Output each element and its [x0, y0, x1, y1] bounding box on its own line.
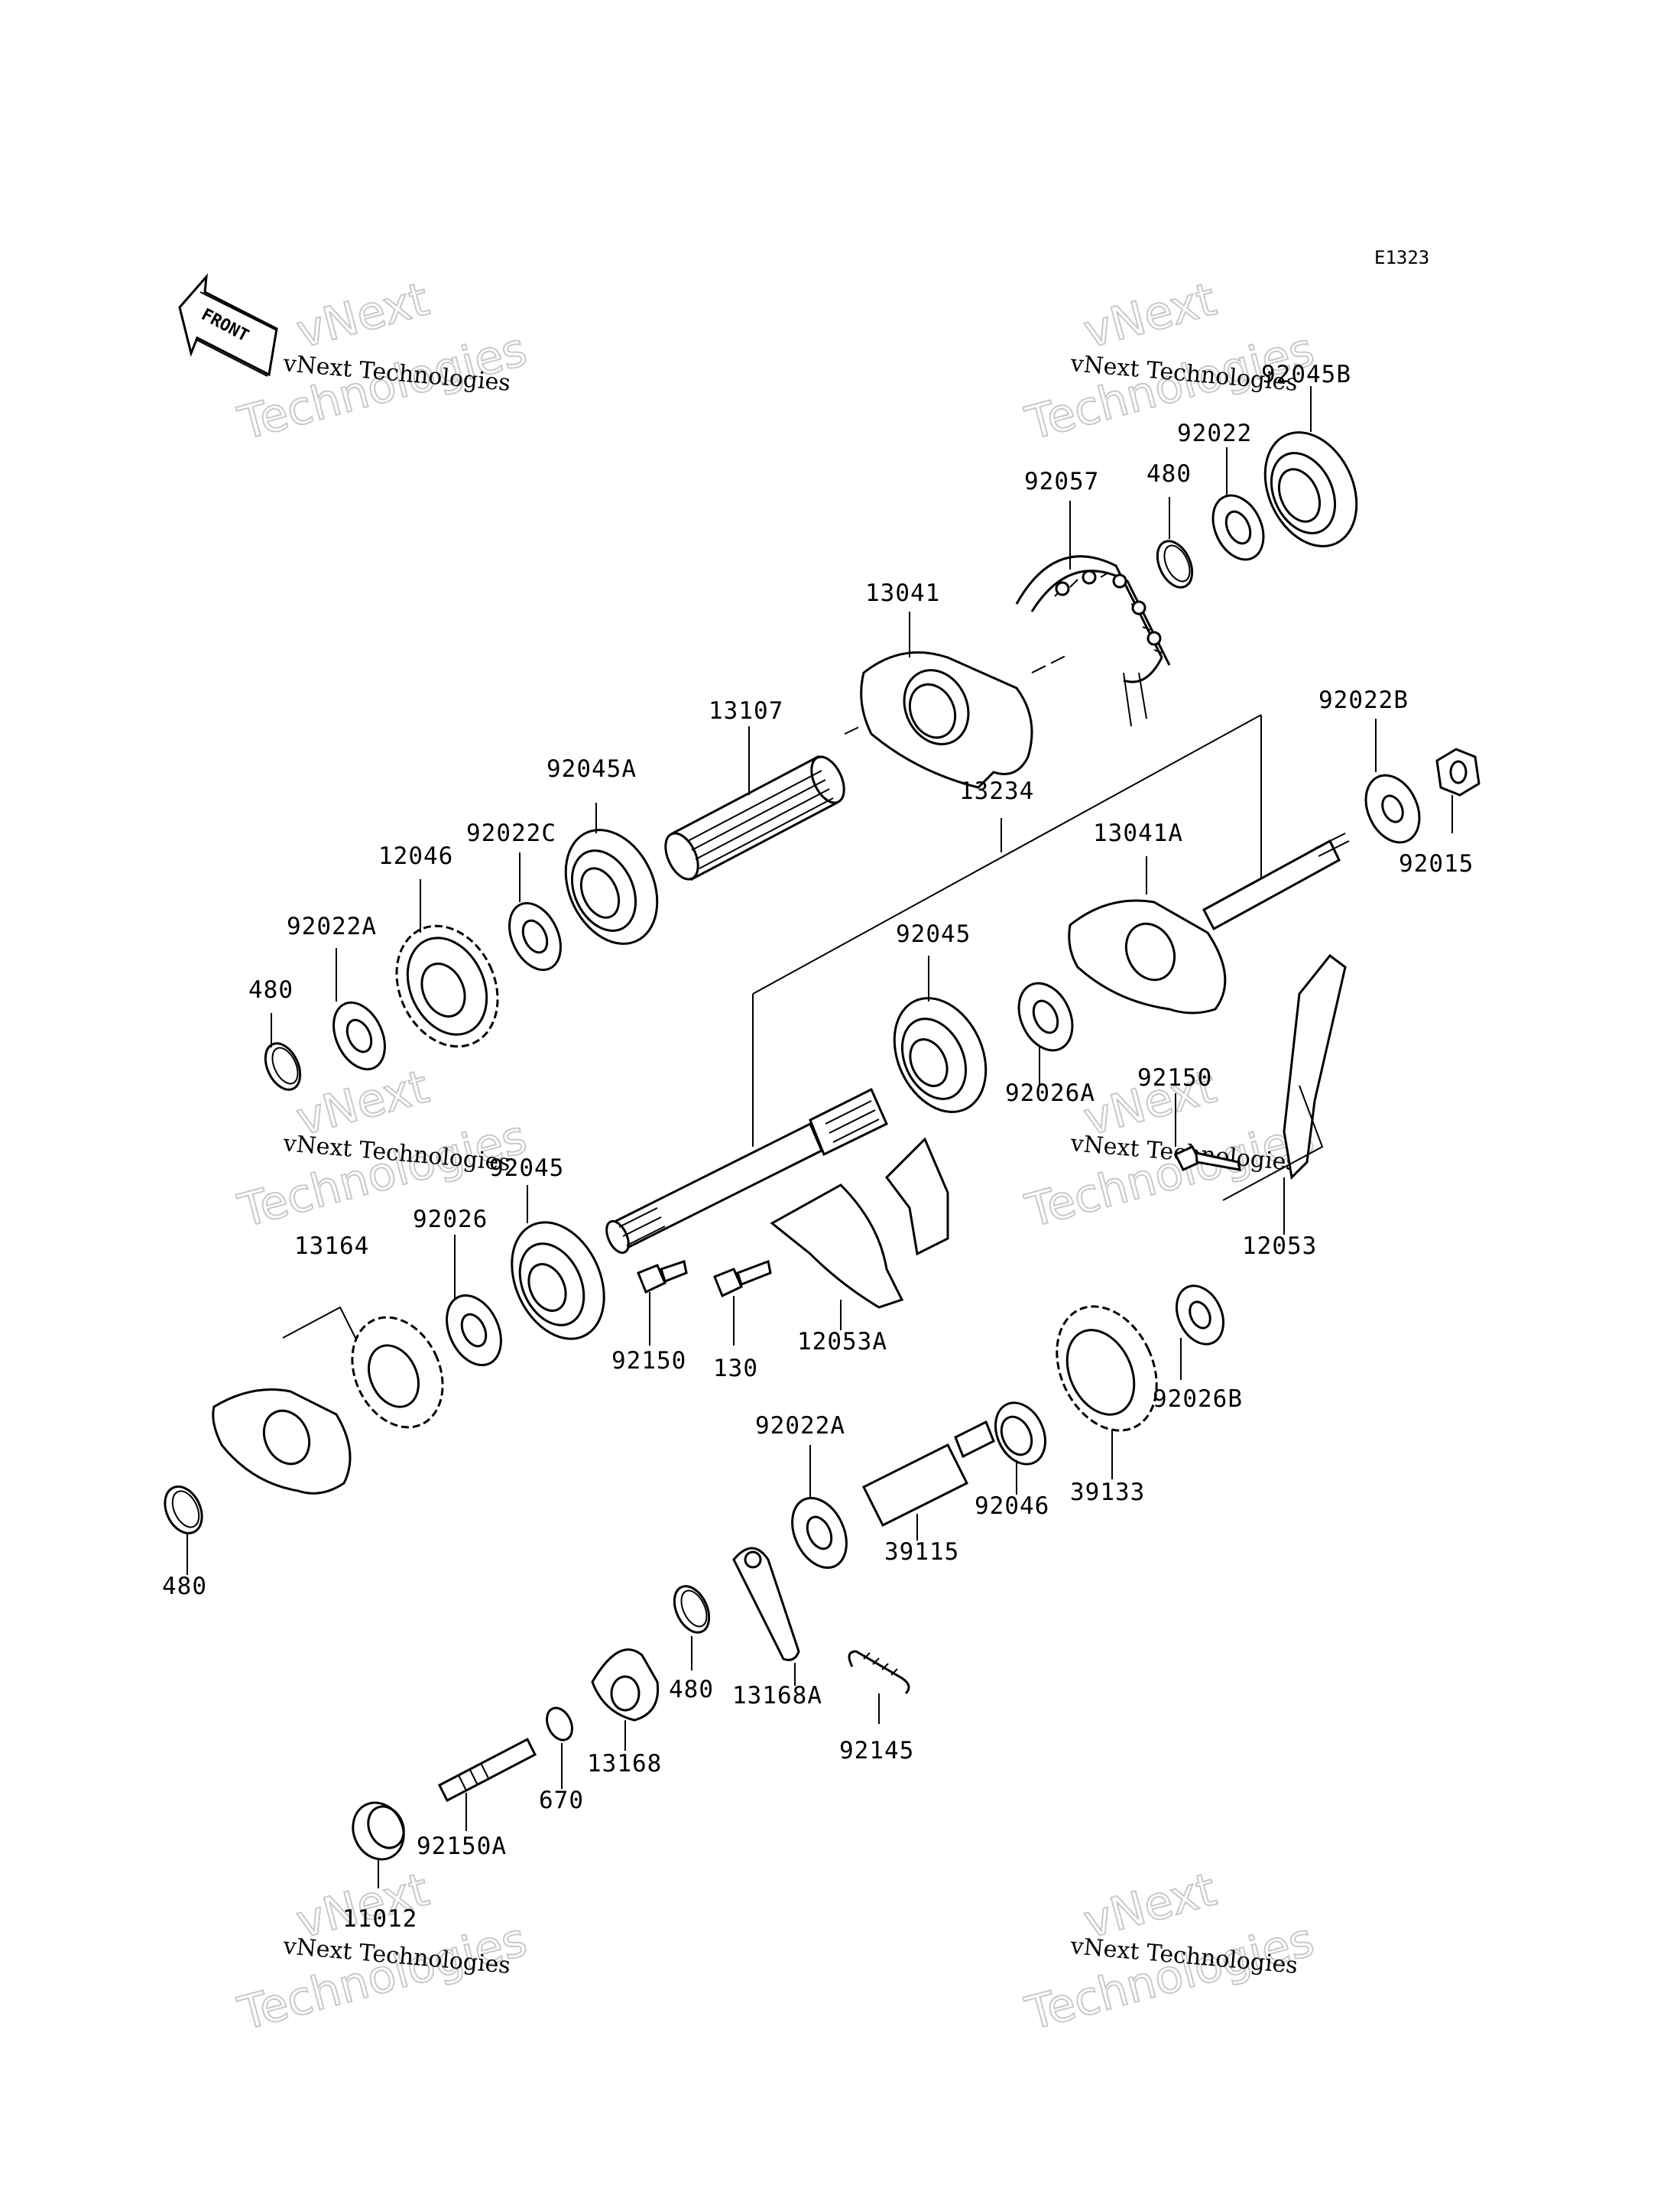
- part-label: 92022A: [287, 913, 377, 940]
- part-92150-bolt-left: [637, 1260, 688, 1294]
- part-92045b-bearing: [1263, 431, 1358, 547]
- part-12046-sprocket: [395, 924, 499, 1048]
- part-spindle-bolt: [1202, 833, 1350, 931]
- part-39133-sprocket: [1056, 1305, 1158, 1432]
- part-label: 92026: [413, 1206, 488, 1233]
- part-13168-cam: [591, 1648, 660, 1722]
- diagram-code: E1323: [1374, 247, 1429, 268]
- part-92015-nut: [1435, 748, 1481, 797]
- part-label: 12046: [378, 843, 453, 870]
- part-480-circlip-bottom-mid: [673, 1585, 711, 1634]
- part-label: 480: [1146, 460, 1192, 488]
- part-12053a-bracket: [770, 1137, 949, 1309]
- svg-text:vNext: vNext: [1078, 273, 1221, 359]
- part-label: 92045: [489, 1154, 564, 1182]
- part-92045a-bearing: [564, 829, 659, 945]
- part-12053-lever: [1222, 953, 1347, 1201]
- part-480-circlip-top: [1156, 540, 1194, 589]
- part-480-circlip-bottom-left: [164, 1485, 203, 1534]
- part-label: 13041A: [1093, 820, 1183, 847]
- part-92145-spring: [848, 1650, 910, 1695]
- part-label: 92022A: [755, 1412, 845, 1440]
- part-label: 13168A: [732, 1682, 822, 1709]
- part-label: 11012: [342, 1905, 417, 1933]
- leader-lines: [186, 386, 1453, 1888]
- part-92022c-washer: [508, 901, 562, 972]
- part-label: 670: [539, 1787, 584, 1814]
- part-13164-sprocket-cam: [212, 1306, 444, 1495]
- part-labels: 92045B 92022 480 92057 13041 13107 92045…: [162, 361, 1474, 1933]
- part-label: 480: [669, 1676, 714, 1703]
- svg-text:vNext: vNext: [291, 273, 434, 359]
- part-label: 92045B: [1261, 361, 1351, 388]
- part-label: 92150A: [417, 1833, 507, 1860]
- part-label: 92057: [1024, 468, 1099, 495]
- part-label: 92045A: [546, 755, 637, 783]
- part-13041a-cam: [1068, 899, 1227, 1015]
- part-label: 12053: [1242, 1232, 1317, 1260]
- part-label: 92145: [839, 1737, 914, 1765]
- part-label: 39133: [1070, 1479, 1145, 1506]
- part-label: 13164: [294, 1232, 369, 1260]
- part-label: 480: [162, 1573, 207, 1600]
- part-label: 92015: [1399, 850, 1474, 878]
- part-92045-bearing-upper: [893, 997, 988, 1113]
- part-130-bolt: [713, 1259, 772, 1298]
- part-label: 92026B: [1153, 1385, 1243, 1413]
- part-label: 130: [713, 1355, 758, 1382]
- part-label: 13234: [959, 778, 1034, 805]
- part-label: 13107: [709, 697, 783, 725]
- watermark-top-left: vNext Technologies vNext Technologies: [232, 272, 533, 452]
- part-92022a-washer-lower: [791, 1496, 848, 1570]
- part-13234-shaft: [605, 714, 1262, 1255]
- part-92150a-shaft-bolt: [437, 1737, 537, 1803]
- front-arrow-icon: FRONT: [178, 273, 278, 377]
- part-92057-chain: [1015, 555, 1171, 727]
- part-92026a-washer: [1017, 982, 1074, 1052]
- part-label: 39115: [884, 1538, 959, 1566]
- part-92022a-washer-upper: [332, 1001, 386, 1071]
- part-label: 92026A: [1005, 1080, 1095, 1107]
- part-label: 92022B: [1318, 687, 1409, 714]
- part-92150-bolt-right: [1173, 1145, 1241, 1171]
- part-670-o-ring: [546, 1706, 573, 1742]
- part-label: 92045: [896, 920, 971, 948]
- part-13041-cam: [860, 651, 1033, 789]
- part-92046-needle-bearing: [994, 1401, 1046, 1466]
- part-92026b-washer: [1176, 1284, 1224, 1346]
- part-label: 92046: [975, 1492, 1049, 1520]
- part-label: 92150: [1137, 1064, 1212, 1092]
- watermark-bottom-left: vNext Technologies vNext Technologies: [232, 1862, 533, 2042]
- part-480-circlip-left: [264, 1042, 302, 1091]
- part-label: 13168: [587, 1750, 662, 1778]
- part-11012-cap: [352, 1801, 405, 1861]
- part-label: 12053A: [797, 1328, 887, 1355]
- part-13107-splined-sleeve: [664, 755, 845, 881]
- part-92022b-washer: [1364, 774, 1421, 844]
- part-13168a-plate: [732, 1547, 800, 1661]
- part-label: 92022C: [466, 820, 556, 847]
- part-label: 480: [248, 976, 294, 1004]
- part-92045-bearing-lower: [511, 1221, 605, 1340]
- part-label: 13041: [865, 580, 940, 607]
- part-92022-washer: [1211, 494, 1265, 561]
- part-label: 92150: [611, 1347, 686, 1375]
- part-39115-shaft: [861, 1420, 995, 1528]
- watermark-bottom-right: vNext Technologies vNext Technologies: [1020, 1862, 1320, 2042]
- part-92026-washer: [446, 1294, 502, 1367]
- part-label: 92022: [1177, 420, 1252, 447]
